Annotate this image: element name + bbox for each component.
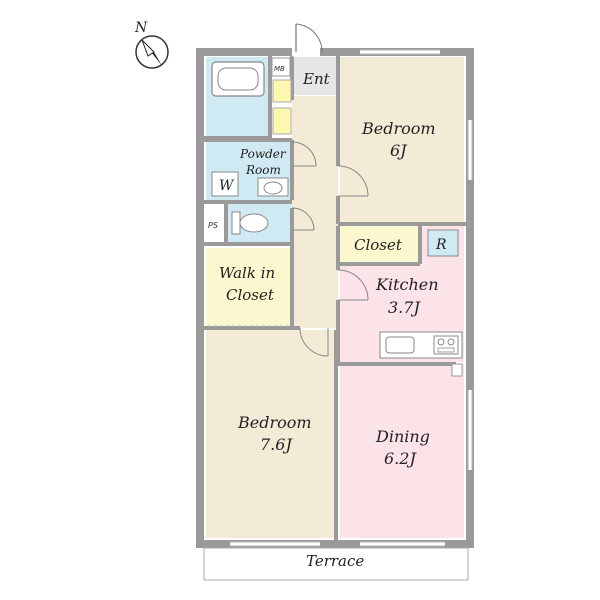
- bathtub: [211, 61, 265, 97]
- washer-area: [211, 171, 239, 197]
- shoe-cabinet-lower: [272, 107, 292, 135]
- compass-north-label: N: [134, 20, 148, 36]
- entrance-door: [292, 23, 323, 57]
- kitchen-door: [337, 269, 369, 301]
- stove-icon: [433, 335, 459, 355]
- refrigerator-label: R: [435, 237, 447, 253]
- walk-in-closet-line2: Closet: [226, 286, 275, 304]
- bedroom-south-name: Bedroom: [237, 413, 312, 432]
- meter-box: [271, 57, 291, 77]
- pipe-space-floor: [206, 204, 224, 242]
- kitchen-counter: [379, 331, 463, 359]
- dining-size: 6.2J: [384, 449, 417, 468]
- closet-label: Closet: [354, 236, 403, 254]
- walk-in-closet-line1: Walk in: [219, 264, 275, 282]
- terrace-label: Terrace: [306, 552, 364, 570]
- kitchen-size: 3.7J: [388, 298, 421, 317]
- toilet-door: [291, 207, 315, 231]
- powder-room-line1: Powder: [239, 147, 287, 161]
- toilet: [231, 211, 269, 235]
- dining-name: Dining: [375, 427, 430, 446]
- bedroom-north-size: 6J: [390, 141, 408, 160]
- windows: [230, 50, 472, 546]
- bedroom-south-door: [299, 327, 329, 357]
- shoe-cabinet-upper: [272, 79, 292, 103]
- dining-floor: [340, 364, 464, 538]
- powder-room-line2: Room: [245, 163, 281, 177]
- entrance-floor: [292, 57, 338, 95]
- bedroom-north-name: Bedroom: [361, 119, 436, 138]
- pipe-space-label: PS: [208, 221, 218, 230]
- refrigerator: [427, 229, 459, 257]
- bedroom-south-size: 7.6J: [260, 435, 293, 454]
- interior-walls: [204, 52, 466, 540]
- compass: N: [134, 20, 169, 69]
- powder-room-door: [291, 141, 317, 167]
- walk-in-closet-floor: [206, 248, 292, 326]
- kitchen-sink: [385, 336, 415, 354]
- bedroom-south-floor: [206, 330, 336, 538]
- hallway-floor: [292, 96, 338, 328]
- meter-box-label: MB: [274, 65, 285, 73]
- entrance-label: Ent: [302, 70, 331, 88]
- kitchen-name: Kitchen: [375, 275, 439, 294]
- bedroom-north-floor: [340, 57, 464, 222]
- bedroom-north-door: [337, 165, 369, 197]
- washer-label: W: [219, 178, 235, 194]
- terrace: [203, 547, 469, 581]
- sink: [257, 177, 289, 197]
- window-frames: [230, 49, 473, 547]
